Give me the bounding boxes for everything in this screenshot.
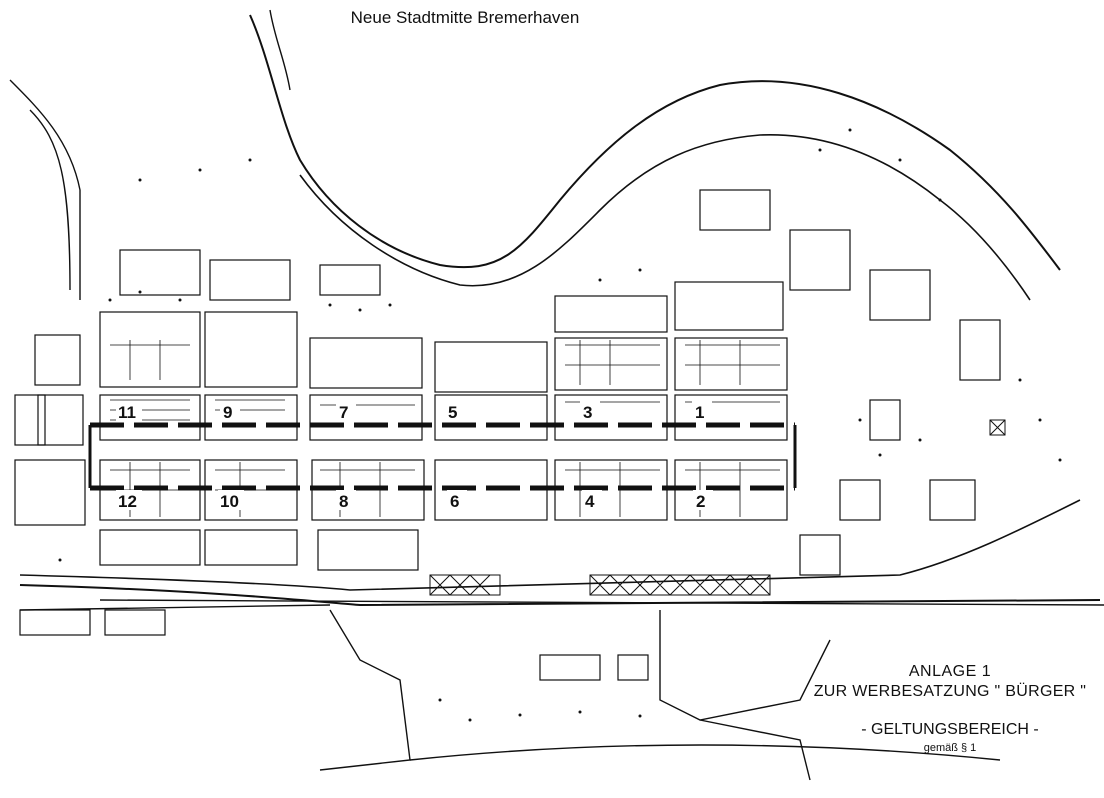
map-title: Neue Stadtmitte Bremerhaven [350, 8, 580, 27]
zone-label-3: 3 [583, 403, 592, 422]
zone-label-8: 8 [339, 492, 348, 511]
zone-label-10: 10 [220, 492, 239, 511]
zone-label-11: 11 [118, 403, 136, 422]
legend-statute-line: ZUR WERBESATZUNG " BÜRGER " [813, 683, 1087, 700]
zone-label-1: 1 [695, 403, 704, 422]
legend-paragraph-line: gemäß § 1 [923, 742, 977, 754]
zone-label-7: 7 [339, 403, 348, 422]
zone-label-6: 6 [450, 492, 459, 511]
zone-label-5: 5 [448, 403, 457, 422]
legend-annex-line: ANLAGE 1 [908, 663, 992, 680]
zone-label-9: 9 [223, 403, 232, 422]
zone-label-12: 12 [118, 492, 137, 511]
legend-block: ANLAGE 1 ZUR WERBESATZUNG " BÜRGER " - G… [800, 662, 1100, 756]
legend-scope-line: - GELTUNGSBEREICH - [861, 721, 1039, 738]
zone-label-4: 4 [585, 492, 595, 511]
zone-label-2: 2 [696, 492, 705, 511]
